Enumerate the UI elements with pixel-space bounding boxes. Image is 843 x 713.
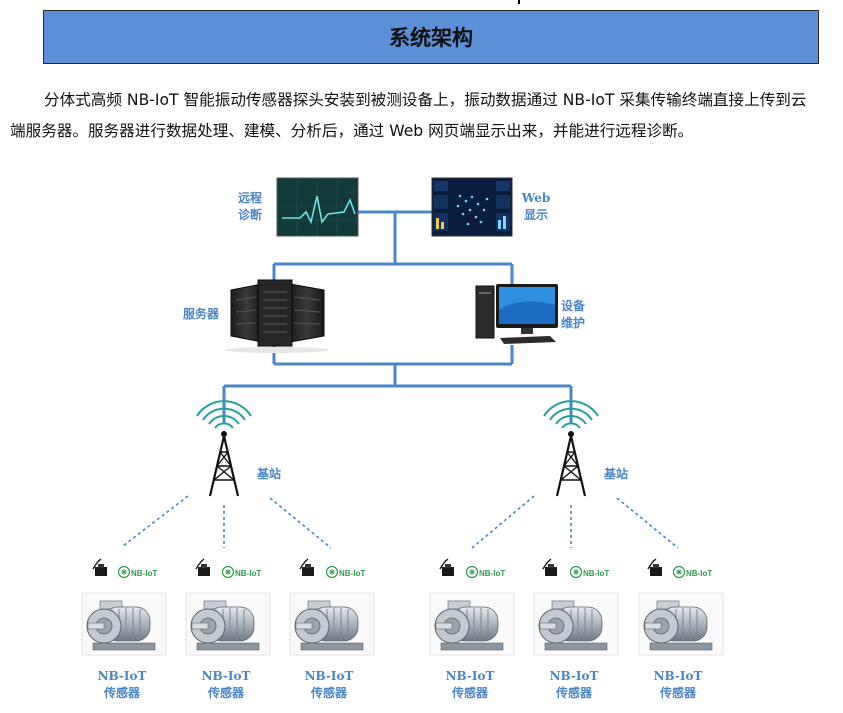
- nb-iot-logo-text: NB-IoT: [131, 569, 157, 578]
- web-dashboard-image: [431, 177, 513, 237]
- nb-iot-logo-text: NB-IoT: [686, 569, 712, 578]
- remote-diagnosis-label: 远程 诊断: [237, 191, 262, 222]
- sensor-group-left: [81, 558, 375, 656]
- base-station-tower-icon: [542, 400, 600, 498]
- server-label: 服务器: [182, 307, 219, 321]
- server-rack-image: [225, 279, 329, 353]
- wireless-links: [122, 495, 679, 549]
- desktop-computer-image: [475, 284, 558, 344]
- nb-iot-logo-text: NB-IoT: [583, 569, 609, 578]
- ecg-monitor-image: [276, 177, 359, 237]
- nb-iot-logo-text: NB-IoT: [235, 569, 261, 578]
- base-station-tower-icon: [195, 400, 253, 498]
- nb-iot-logo-text: NB-IoT: [479, 569, 505, 578]
- connector-lines: [222, 210, 573, 424]
- section-title-bar: 系统架构: [43, 10, 819, 64]
- top-mark: [518, 0, 520, 4]
- web-display-label: Web 显示: [521, 191, 551, 222]
- base-station-label: 基站: [604, 467, 629, 481]
- nb-iot-logo-text: NB-IoT: [339, 569, 365, 578]
- device-maintenance-label: 设备 维护: [560, 299, 585, 330]
- section-title: 系统架构: [389, 26, 473, 50]
- intro-paragraph: 分体式高频 NB-IoT 智能振动传感器探头安装到被测设备上，振动数据通过 NB…: [10, 91, 807, 140]
- base-station-label: 基站: [257, 467, 282, 481]
- sensor-group-right: [429, 558, 724, 656]
